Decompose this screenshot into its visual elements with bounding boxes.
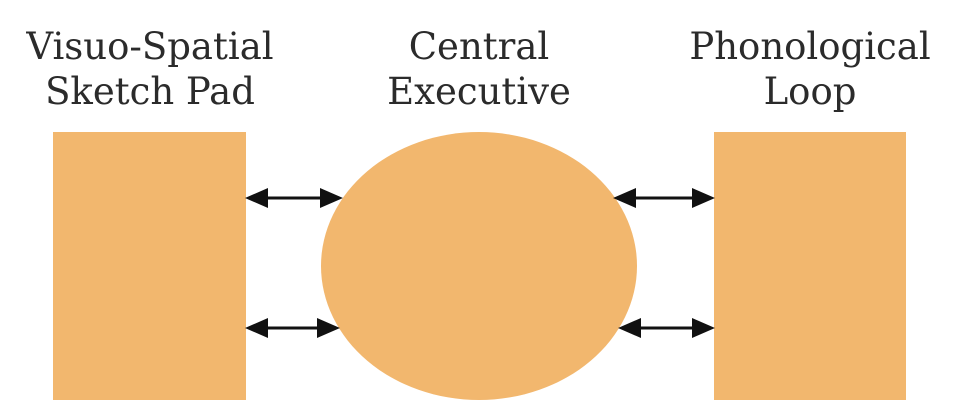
label-line: Loop [763, 70, 857, 113]
visuo-spatial-sketch-pad-box [53, 132, 246, 400]
label-line: Visuo-Spatial [26, 25, 274, 68]
label-line: Phonological [689, 25, 931, 68]
central-executive-ellipse [321, 132, 637, 400]
central-executive-label: Central Executive [319, 24, 639, 114]
label-line: Central [408, 25, 550, 68]
label-line: Executive [387, 70, 571, 113]
bidirectional-arrow-visuo-central-upper [245, 188, 343, 208]
phonological-loop-box [714, 132, 906, 400]
visuo-spatial-sketch-pad-label: Visuo-Spatial Sketch Pad [0, 24, 310, 114]
bidirectional-arrow-central-phono-upper [613, 188, 715, 208]
phonological-loop-label: Phonological Loop [650, 24, 958, 114]
bidirectional-arrow-visuo-central-lower [245, 318, 340, 338]
label-line: Sketch Pad [45, 70, 255, 113]
bidirectional-arrow-central-phono-lower [618, 318, 715, 338]
